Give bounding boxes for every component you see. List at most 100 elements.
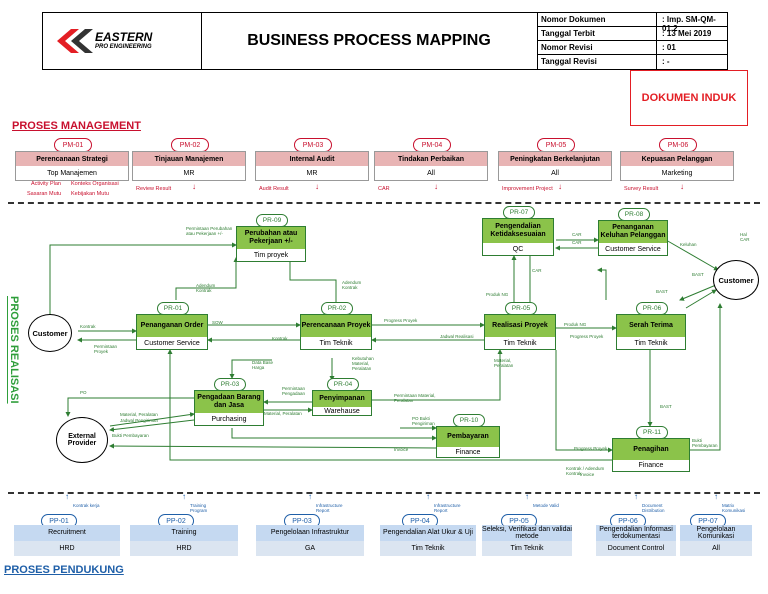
flow-label: PO (80, 390, 87, 395)
flow-label: Invoice (394, 447, 409, 452)
up-arrow-icon: ↑ (426, 492, 430, 501)
flow-label: Keluhan (680, 242, 697, 247)
pr-process-name: Pembayaran (437, 427, 499, 447)
flow-label: Kontrak (80, 324, 96, 329)
up-arrow-icon: ↑ (714, 492, 718, 501)
flow-label: Progress Proyek (384, 318, 418, 323)
customer-right-node: Customer (713, 260, 759, 300)
pr-code-badge: PR-01 (157, 302, 189, 315)
pr-process-name: Perubahan atau Pekerjaan +/- (237, 227, 305, 249)
pp-process-owner: HRD (14, 541, 120, 556)
meta-value: : - (662, 57, 670, 66)
pr-process-box: Perubahan atau Pekerjaan +/-Tim proyek (236, 226, 306, 262)
pr-code-badge: PR-08 (618, 208, 650, 221)
flow-label: Material, Peralatan (494, 358, 514, 368)
pm-note: CAR (378, 186, 390, 192)
flow-label: Produk NG (564, 322, 587, 327)
meta-key: Tanggal Terbit (541, 29, 595, 38)
pr-process-name: Serah Terima (617, 315, 685, 337)
pp-process-name: Seleksi, Verifikasi dan validai metode (482, 525, 572, 541)
document-meta-table: Nomor Dokumen: Imp. SM-QM-01.2 Tanggal T… (538, 13, 728, 69)
up-arrow-icon: ↑ (182, 492, 186, 501)
page-title: BUSINESS PROCESS MAPPING (201, 13, 538, 69)
down-arrow-icon: ↓ (558, 182, 562, 191)
down-arrow-icon: ↓ (315, 182, 319, 191)
pr-process-owner: Finance (638, 462, 664, 469)
pr-process-owner: Purchasing (211, 415, 247, 423)
pr-process-owner: QC (512, 245, 524, 253)
pm-process-name: Tinjauan Manajemen (133, 152, 245, 166)
flow-label: Permintaan Material, Peralatan (394, 393, 436, 403)
pr-process-owner: Tim Teknik (634, 339, 668, 347)
pp-code-badge: PP-07 (690, 514, 726, 528)
flow-label: Bukti Pembayaran (112, 433, 149, 438)
up-arrow-icon: ↑ (308, 492, 312, 501)
pp-output-note: Training Program (190, 503, 208, 513)
pm-process-owner: Top Manajemen (47, 169, 97, 177)
pp-output-note: Matrix Komunikasi (722, 503, 746, 513)
logo-text-main: EASTERN (95, 30, 153, 44)
pm-note: Review Result (136, 186, 172, 192)
pp-process-name: Pengendalian Informasi terdokumentasi (596, 525, 676, 541)
pp-output-note: Kontrak kerja (73, 503, 100, 508)
pr-process-owner: Tim Teknik (503, 339, 537, 347)
meta-key: Tanggal Revisi (541, 57, 597, 66)
pr-process-owner: Customer Service (144, 339, 200, 347)
pp-process-owner: GA (256, 541, 364, 556)
pr-process-name: Realisasi Proyek (485, 315, 555, 337)
pr-process-owner: Tim Teknik (319, 339, 353, 347)
flow-label: Invoice (580, 472, 595, 477)
flow-label: Progress Proyek (574, 446, 608, 451)
pm-note: Kebijakan Mutu (71, 191, 109, 197)
flow-label: Jadwal Realisasi (440, 334, 474, 339)
flow-label: Kebutuhan Material, Peralatan (352, 356, 374, 371)
flow-label: CAR (572, 240, 582, 245)
pr-process-owner: Finance (455, 448, 481, 456)
pr-process-name: Penagihan (613, 439, 689, 460)
meta-key: Nomor Revisi (541, 43, 593, 52)
pm-note: Survey Result (624, 186, 659, 192)
down-arrow-icon: ↓ (680, 182, 684, 191)
pm-process-name: Perencanaan Strategi (16, 152, 128, 166)
pr-process-name: Penanganan Keluhan Pelanggan (599, 221, 667, 243)
company-logo: EASTERN PRO ENGINEERING (43, 13, 202, 69)
pr-process-name: Penanganan Order (137, 315, 207, 337)
pm-process-owner: Marketing (661, 169, 693, 177)
flow-label: Produk NG (486, 292, 509, 297)
pm-note: Sasaran Mutu (27, 191, 62, 197)
pm-process-owner: MR (306, 169, 318, 177)
customer-left-node: Customer (28, 314, 72, 352)
pm-process-name: Kepuasan Pelanggan (621, 152, 733, 166)
down-arrow-icon: ↓ (192, 182, 196, 191)
divider-top (8, 202, 760, 204)
document-header: EASTERN PRO ENGINEERING BUSINESS PROCESS… (42, 12, 728, 70)
pr-process-name: Pengendalian Ketidaksesuaian (483, 219, 553, 243)
flow-label: Permintaan Perubahan atau Pekerjaan +/- (186, 226, 233, 236)
pr-process-owner: Warehause (324, 407, 360, 415)
pm-process-name: Internal Audit (256, 152, 368, 166)
flow-label: Permintaan Proyek (94, 344, 118, 354)
flow-label: Jadwal Pengiriman (120, 418, 159, 423)
pr-process-owner: Customer Service (605, 245, 661, 253)
up-arrow-icon: ↑ (65, 492, 69, 501)
external-provider-node: External Provider (56, 417, 108, 463)
flow-label: Kontrak (272, 336, 288, 341)
pp-output-note: Document Distribution (642, 503, 665, 513)
flow-label: CAR (532, 268, 542, 273)
flow-label: BAST (660, 404, 672, 409)
section-title-management: PROSES MANAGEMENT (12, 120, 141, 132)
pm-process-name: Tindakan Perbaikan (375, 152, 487, 166)
pr-process-name: Penyimpanan (313, 391, 371, 407)
